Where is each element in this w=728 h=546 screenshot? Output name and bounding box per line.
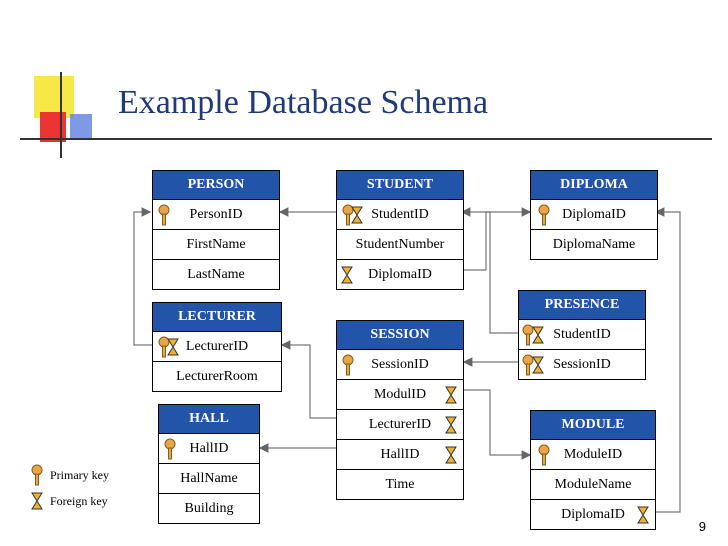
field-row: LastName xyxy=(153,260,279,289)
table-lecturer: LECTURER LecturerID LecturerRoom xyxy=(152,302,282,392)
field-name: PersonID xyxy=(189,207,243,222)
table-header: HALL xyxy=(159,405,259,434)
table-person: PERSON PersonID FirstName LastName xyxy=(152,170,280,290)
field-name: HallID xyxy=(189,441,229,456)
field-name: ModuleID xyxy=(563,447,623,462)
table-module: MODULE ModuleID ModuleName DiplomaID xyxy=(530,410,656,530)
foreign-key-icon xyxy=(637,506,649,524)
legend-label: Foreign key xyxy=(50,494,108,508)
table-header: MODULE xyxy=(531,411,655,440)
field-row: LecturerID xyxy=(153,332,281,362)
field-name: DiplomaID xyxy=(562,207,626,222)
field-name: Building xyxy=(184,501,234,516)
table-header: DIPLOMA xyxy=(531,171,657,200)
primary-key-icon xyxy=(522,354,534,376)
field-row: Time xyxy=(337,470,463,499)
field-row: DiplomaName xyxy=(531,230,657,259)
field-name: LecturerRoom xyxy=(176,369,258,384)
field-name: LastName xyxy=(187,267,245,282)
table-session: SESSION SessionID ModulID LecturerID Hal… xyxy=(336,320,464,500)
legend-label: Primary key xyxy=(50,468,109,482)
field-name: HallName xyxy=(180,471,238,486)
foreign-key-icon xyxy=(445,446,457,464)
foreign-key-icon xyxy=(445,386,457,404)
foreign-key-icon xyxy=(341,266,353,284)
field-row: StudentID xyxy=(337,200,463,230)
page-title: Example Database Schema xyxy=(118,84,489,121)
line-presence-student xyxy=(460,207,518,334)
foreign-key-icon xyxy=(167,338,179,356)
primary-key-icon xyxy=(342,204,354,226)
table-header: LECTURER xyxy=(153,303,281,332)
decor-vertical-line xyxy=(60,72,62,158)
table-header: STUDENT xyxy=(337,171,463,200)
field-row: Building xyxy=(159,494,259,523)
field-name: StudentID xyxy=(371,207,429,222)
field-name: LecturerID xyxy=(368,417,432,432)
field-name: HallID xyxy=(380,447,420,462)
field-row: SessionID xyxy=(519,350,645,379)
field-row: ModuleID xyxy=(531,440,655,470)
foreign-key-icon xyxy=(532,326,544,344)
table-hall: HALL HallID HallName Building xyxy=(158,404,260,524)
legend: Primary key Foreign key xyxy=(30,462,109,514)
line-module-diploma xyxy=(652,207,681,513)
field-row: DiplomaID xyxy=(337,260,463,289)
field-name: ModuleName xyxy=(554,477,632,492)
table-header: PRESENCE xyxy=(519,291,645,320)
field-name: StudentID xyxy=(553,327,611,342)
field-row: PersonID xyxy=(153,200,279,230)
decor-blue-square xyxy=(70,114,92,140)
field-row: StudentNumber xyxy=(337,230,463,260)
line-lecturer-person xyxy=(133,207,152,346)
field-row: SessionID xyxy=(337,350,463,380)
field-row: StudentID xyxy=(519,320,645,350)
primary-key-icon xyxy=(158,204,170,226)
field-name: StudentNumber xyxy=(355,237,445,252)
table-diploma: DIPLOMA DiplomaID DiplomaName xyxy=(530,170,658,260)
foreign-key-icon xyxy=(445,416,457,434)
field-name: DiplomaID xyxy=(561,507,625,522)
field-row: HallName xyxy=(159,464,259,494)
field-name: FirstName xyxy=(186,237,246,252)
field-row: ModulID xyxy=(337,380,463,410)
legend-item-foreign: Foreign key xyxy=(30,488,109,514)
field-row: HallID xyxy=(159,434,259,464)
foreign-key-icon xyxy=(532,356,544,374)
title-underline xyxy=(20,138,712,140)
field-name: DiplomaName xyxy=(552,237,636,252)
legend-item-primary: Primary key xyxy=(30,462,109,488)
primary-key-icon xyxy=(522,324,534,346)
primary-key-icon xyxy=(158,336,170,358)
field-name: LecturerID xyxy=(185,339,249,354)
field-name: SessionID xyxy=(553,357,611,372)
field-name: DiplomaID xyxy=(368,267,432,282)
field-row: FirstName xyxy=(153,230,279,260)
field-row: LecturerRoom xyxy=(153,362,281,391)
field-row: HallID xyxy=(337,440,463,470)
field-name: ModulID xyxy=(373,387,427,402)
primary-key-icon xyxy=(164,438,176,460)
primary-key-icon xyxy=(538,204,550,226)
primary-key-icon xyxy=(31,464,43,486)
foreign-key-icon xyxy=(31,492,43,510)
foreign-key-icon xyxy=(351,206,363,224)
line-session-module xyxy=(464,389,532,460)
table-student: STUDENT StudentID StudentNumber DiplomaI… xyxy=(336,170,464,290)
page-number: 9 xyxy=(698,519,706,534)
table-presence: PRESENCE StudentID SessionID xyxy=(518,290,646,380)
field-row: ModuleName xyxy=(531,470,655,500)
table-header: SESSION xyxy=(337,321,463,350)
primary-key-icon xyxy=(342,354,354,376)
field-row: LecturerID xyxy=(337,410,463,440)
field-row: DiplomaID xyxy=(531,500,655,529)
field-name: SessionID xyxy=(371,357,429,372)
line-session-lecturer xyxy=(280,340,336,419)
primary-key-icon xyxy=(538,444,550,466)
table-header: PERSON xyxy=(153,171,279,200)
field-name: Time xyxy=(385,477,415,492)
field-row: DiplomaID xyxy=(531,200,657,230)
decor-yellow-square xyxy=(34,76,74,118)
